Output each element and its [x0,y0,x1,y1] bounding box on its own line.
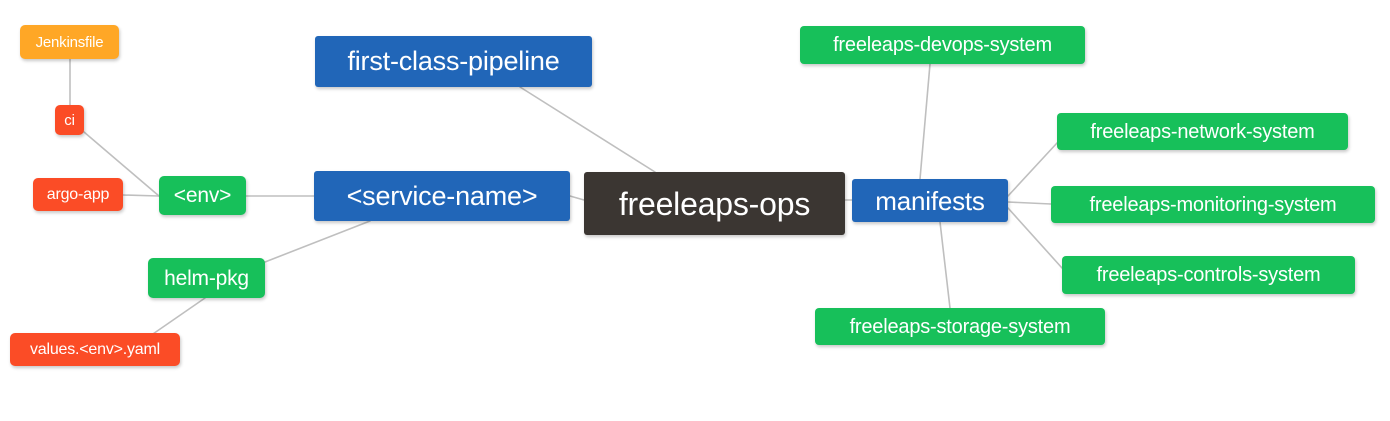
edge-first-class-to-root [519,86,656,173]
edge-manifests-to-devops-sys [919,63,931,180]
edge-manifests-to-storage-sys [939,221,951,309]
mindmap-node-jenkinsfile[interactable]: Jenkinsfile [20,25,119,59]
mindmap-node-controls-sys[interactable]: freeleaps-controls-system [1062,256,1355,294]
edge-argo-app-to-env [122,194,160,197]
edge-values-yaml-to-helm-pkg [149,297,206,337]
mindmap-node-network-sys[interactable]: freeleaps-network-system [1057,113,1348,150]
mindmap-node-first-class[interactable]: first-class-pipeline [315,36,592,87]
edge-manifests-to-monitoring-sys [1007,201,1052,205]
node-label: freeleaps-network-system [1090,120,1315,143]
mindmap-node-argo-app[interactable]: argo-app [33,178,123,211]
node-label: <env> [173,184,232,207]
mindmap-node-service-name[interactable]: <service-name> [314,171,570,221]
node-label: freeleaps-monitoring-system [1089,193,1337,216]
node-label: ci [64,111,75,129]
node-label: helm-pkg [164,266,249,290]
mindmap-node-devops-sys[interactable]: freeleaps-devops-system [800,26,1085,64]
node-label: freeleaps-devops-system [833,34,1052,56]
edge-manifests-to-network-sys [1007,142,1058,197]
mindmap-node-monitoring-sys[interactable]: freeleaps-monitoring-system [1051,186,1375,223]
node-label: first-class-pipeline [347,46,560,76]
edge-service-name-to-root [569,195,585,201]
mindmap-node-values-yaml[interactable]: values.<env>.yaml [10,333,180,366]
edge-ci-to-env [83,131,160,197]
node-label: manifests [875,185,985,216]
node-label: values.<env>.yaml [29,340,160,358]
mindmap-node-env[interactable]: <env> [159,176,246,215]
node-label: Jenkinsfile [35,33,104,51]
edge-manifests-to-controls-sys [1007,207,1063,269]
node-label: freeleaps-storage-system [849,315,1071,338]
node-label: freeleaps-controls-system [1096,264,1321,286]
mindmap-node-manifests[interactable]: manifests [852,179,1008,222]
mindmap-node-ci[interactable]: ci [55,105,84,135]
node-label: <service-name> [346,180,538,211]
edge-helm-pkg-to-service-name [264,220,371,263]
mindmap-node-storage-sys[interactable]: freeleaps-storage-system [815,308,1105,345]
mindmap-node-root[interactable]: freeleaps-ops [584,172,845,235]
mindmap-node-helm-pkg[interactable]: helm-pkg [148,258,265,298]
node-label: freeleaps-ops [618,185,811,222]
node-label: argo-app [46,185,110,203]
